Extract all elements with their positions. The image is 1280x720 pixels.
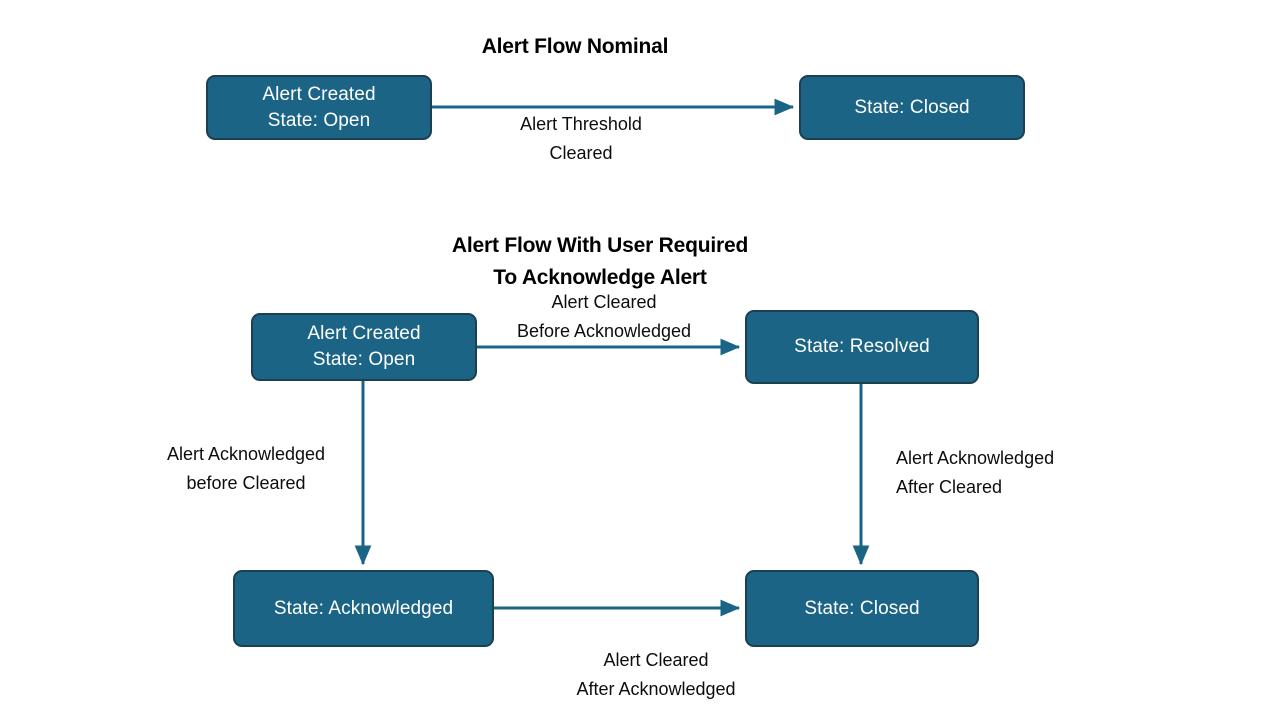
node-state-closed-nominal[interactable]: State: Closed [799,75,1025,140]
section-title-alert-flow-with-user-required: Alert Flow With User Required To Acknowl… [451,234,749,290]
node-alert-created-state-open-ack[interactable]: Alert Created State: Open [251,313,477,381]
section-title-alert-flow-nominal: Alert Flow Nominal [481,35,669,59]
node-state-resolved[interactable]: State: Resolved [745,310,979,384]
node-state-closed-ack[interactable]: State: Closed [745,570,979,647]
edge-label-alert-cleared-after-acknowledged: Alert Cleared After Acknowledged [576,650,736,699]
edge-label-alert-acknowledged-before-cleared: Alert Acknowledged before Cleared [166,444,326,493]
node-state-acknowledged[interactable]: State: Acknowledged [233,570,494,647]
edge-label-alert-cleared-before-acknowledged: Alert Cleared Before Acknowledged [516,292,692,341]
node-alert-created-state-open-nominal[interactable]: Alert Created State: Open [206,75,432,140]
edge-label-alert-acknowledged-after-cleared: Alert Acknowledged After Cleared [896,448,1055,497]
edge-label-alert-threshold-cleared: Alert Threshold Cleared [520,114,642,163]
